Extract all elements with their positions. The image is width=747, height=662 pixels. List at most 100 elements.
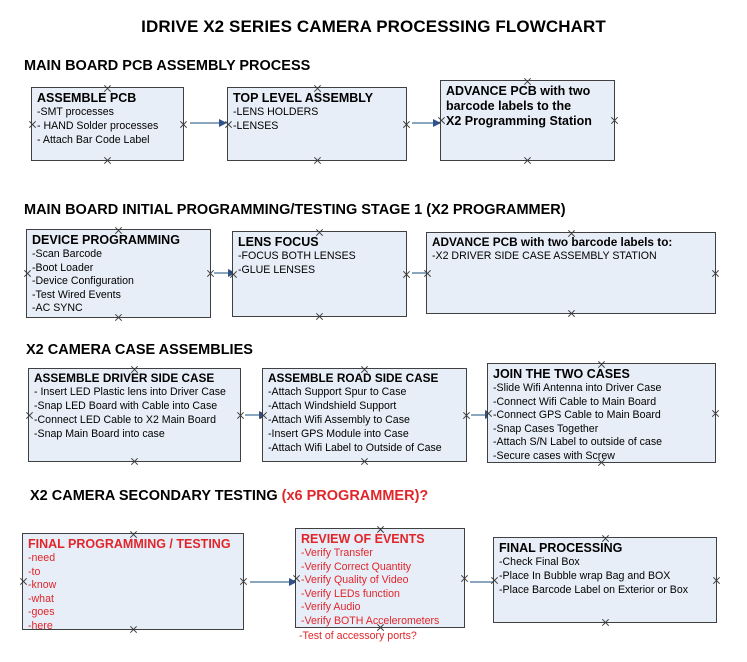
- box-line: -Check Final Box: [499, 556, 580, 568]
- connector-handle-bottom[interactable]: [567, 309, 576, 318]
- box-line: -Connect GPS Cable to Main Board: [493, 409, 661, 422]
- box-line: -Verify LEDs function: [301, 587, 400, 600]
- box-advance-pcb-1[interactable]: ADVANCE PCB with two barcode labels to t…: [440, 80, 615, 161]
- box-line: -GLUE LENSES: [238, 263, 316, 276]
- connector-handle-bottom[interactable]: [130, 457, 139, 466]
- box-line: - Insert LED Plastic lens into Driver Ca…: [34, 386, 226, 399]
- box-line: -LENS HOLDERS: [233, 106, 319, 118]
- box-line: -Connect LED Cable to X2 Main Board: [34, 414, 216, 427]
- box-assemble-pcb[interactable]: ASSEMBLE PCB -SMT processes - HAND Solde…: [31, 87, 184, 161]
- box-line: -Test Wired Events: [32, 288, 121, 301]
- box-line: -goes: [28, 606, 55, 619]
- arrow-final-prog-to-review: [250, 577, 297, 586]
- box-join-the-two-cases[interactable]: JOIN THE TWO CASES -Slide Wifi Antenna i…: [487, 363, 716, 463]
- box-title: ADVANCE PCB with two barcode labels to:: [432, 235, 673, 249]
- connector-handle-right[interactable]: [402, 120, 411, 129]
- arrow-pcb-to-toplevel: [190, 118, 227, 127]
- box-line: -X2 DRIVER SIDE CASE ASSEMBLY STATION: [432, 250, 657, 263]
- box-title: ASSEMBLE PCB: [37, 91, 137, 105]
- box-title: LENS FOCUS: [238, 235, 319, 249]
- section-header-4-text: X2 CAMERA SECONDARY TESTING: [30, 488, 282, 504]
- connector-handle-left[interactable]: [19, 577, 28, 586]
- box-line: -Connect Wifi Cable to Main Board: [493, 395, 657, 408]
- connector-handle-right[interactable]: [711, 409, 720, 418]
- box-title: REVIEW OF EVENTS: [301, 532, 425, 546]
- section-header-1: MAIN BOARD PCB ASSEMBLY PROCESS: [24, 58, 310, 74]
- box-top-level-assembly[interactable]: TOP LEVEL ASSEMBLY -LENS HOLDERS -LENSES: [227, 87, 407, 161]
- box-line: -Verify Quality of Video: [301, 574, 409, 587]
- box-device-programming[interactable]: DEVICE PROGRAMMING -Scan Barcode -Boot L…: [26, 229, 211, 318]
- connector-handle-right[interactable]: [402, 270, 411, 279]
- connector-handle-bottom[interactable]: [313, 156, 322, 165]
- box-line: -Verify BOTH Accelerometers: [301, 614, 440, 627]
- connector-handle-bottom[interactable]: [523, 156, 532, 165]
- box-advance-pcb-2[interactable]: ADVANCE PCB with two barcode labels to: …: [426, 232, 716, 314]
- box-final-programming-testing[interactable]: FINAL PROGRAMMING / TESTING -need -to -k…: [19, 533, 244, 632]
- section-header-2: MAIN BOARD INITIAL PROGRAMMING/TESTING S…: [24, 202, 566, 218]
- box-line: -Attach Wifi Assembly to Case: [268, 414, 410, 427]
- connector-handle-right[interactable]: [610, 116, 619, 125]
- connector-handle-right[interactable]: [460, 574, 469, 583]
- box-line: -Snap LED Board with Cable into Case: [34, 400, 218, 413]
- box-title: FINAL PROGRAMMING / TESTING: [28, 537, 231, 551]
- box-final-processing[interactable]: FINAL PROCESSING -Check Final Box -Place…: [493, 537, 717, 623]
- page-title: IDRIVE X2 SERIES CAMERA PROCESSING FLOWC…: [141, 17, 606, 36]
- box-line: -Attach S/N Label to outside of case: [493, 436, 663, 449]
- connector-handle-bottom[interactable]: [601, 618, 610, 627]
- box-line: -to: [28, 565, 41, 578]
- box-line: -Scan Barcode: [32, 248, 103, 260]
- box-line: -FOCUS BOTH LENSES: [238, 250, 356, 262]
- connector-handle-right[interactable]: [711, 269, 720, 278]
- box-line: -Snap Main Board into case: [34, 428, 165, 441]
- arrow-review-to-final-processing: [470, 577, 502, 586]
- box-line: -SMT processes: [37, 106, 114, 118]
- box-title: ASSEMBLE ROAD SIDE CASE: [268, 371, 439, 385]
- connector-handle-left[interactable]: [23, 269, 32, 278]
- connector-handle-bottom[interactable]: [315, 312, 324, 321]
- box-line: -Snap Cases Together: [493, 422, 599, 435]
- box-line: -Verify Correct Quantity: [301, 560, 412, 573]
- review-overflow-line: -Test of accessory ports?: [299, 630, 417, 642]
- arrow-toplevel-to-advance: [412, 118, 441, 127]
- box-title-line2: barcode labels to the: [446, 99, 572, 113]
- connector-handle-right[interactable]: [179, 120, 188, 129]
- box-title-line3: X2 Programming Station: [446, 114, 592, 128]
- box-line: -Slide Wifi Antenna into Driver Case: [493, 382, 662, 394]
- box-line: -need: [28, 552, 56, 564]
- arrow-driver-to-road: [245, 410, 267, 419]
- box-line: - HAND Solder processes: [37, 119, 159, 132]
- arrow-road-to-join: [471, 410, 493, 419]
- connector-handle-bottom[interactable]: [360, 457, 369, 466]
- box-line: -Boot Loader: [32, 261, 94, 274]
- box-assemble-driver-side-case[interactable]: ASSEMBLE DRIVER SIDE CASE - Insert LED P…: [28, 368, 241, 462]
- box-line: -here: [28, 619, 53, 632]
- box-line: -Place Barcode Label on Exterior or Box: [499, 583, 689, 596]
- box-title: DEVICE PROGRAMMING: [32, 233, 180, 247]
- connector-handle-right[interactable]: [462, 411, 471, 420]
- box-review-of-events[interactable]: REVIEW OF EVENTS -Verify Transfer -Verif…: [295, 528, 465, 628]
- connector-handle-left[interactable]: [25, 411, 34, 420]
- box-line: -Attach Wifi Label to Outside of Case: [268, 442, 442, 455]
- box-title: FINAL PROCESSING: [499, 541, 623, 555]
- box-title: ADVANCE PCB with two: [446, 84, 591, 98]
- arrow-device-to-lens: [214, 268, 236, 277]
- box-assemble-road-side-case[interactable]: ASSEMBLE ROAD SIDE CASE -Attach Support …: [262, 368, 467, 462]
- box-line: -Verify Audio: [301, 601, 361, 614]
- box-line: -what: [28, 592, 54, 605]
- connector-handle-right[interactable]: [239, 577, 248, 586]
- connector-handle-left[interactable]: [490, 576, 499, 585]
- connector-handle-bottom[interactable]: [103, 156, 112, 165]
- box-line: -LENSES: [233, 119, 279, 132]
- box-lens-focus[interactable]: LENS FOCUS -FOCUS BOTH LENSES -GLUE LENS…: [232, 231, 407, 317]
- section-header-4: X2 CAMERA SECONDARY TESTING (x6 PROGRAMM…: [30, 488, 428, 504]
- box-line: -Attach Windshield Support: [268, 400, 397, 413]
- box-title: ASSEMBLE DRIVER SIDE CASE: [34, 371, 215, 385]
- box-line: -AC SYNC: [32, 302, 83, 315]
- section-header-3: X2 CAMERA CASE ASSEMBLIES: [26, 342, 253, 358]
- box-line: - Attach Bar Code Label: [37, 133, 150, 146]
- connector-handle-right[interactable]: [712, 576, 721, 585]
- box-title: JOIN THE TWO CASES: [493, 367, 630, 381]
- connector-handle-right[interactable]: [236, 411, 245, 420]
- connector-handle-left[interactable]: [28, 120, 37, 129]
- box-line: -Insert GPS Module into Case: [268, 428, 409, 441]
